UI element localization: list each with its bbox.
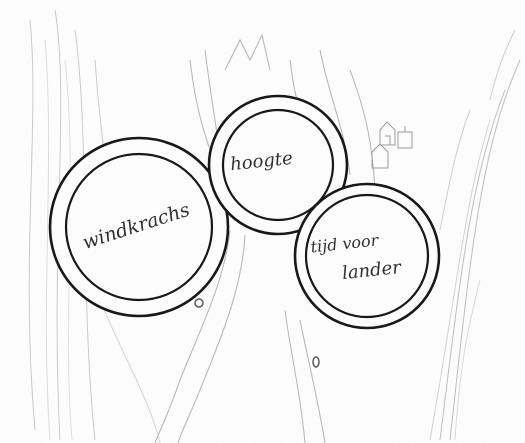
- sketch-canvas: windkrachs hoogte tijd voor lander: [0, 0, 525, 443]
- sketch-drawing: windkrachs hoogte tijd voor lander: [0, 0, 525, 443]
- paper-grain: [0, 0, 525, 443]
